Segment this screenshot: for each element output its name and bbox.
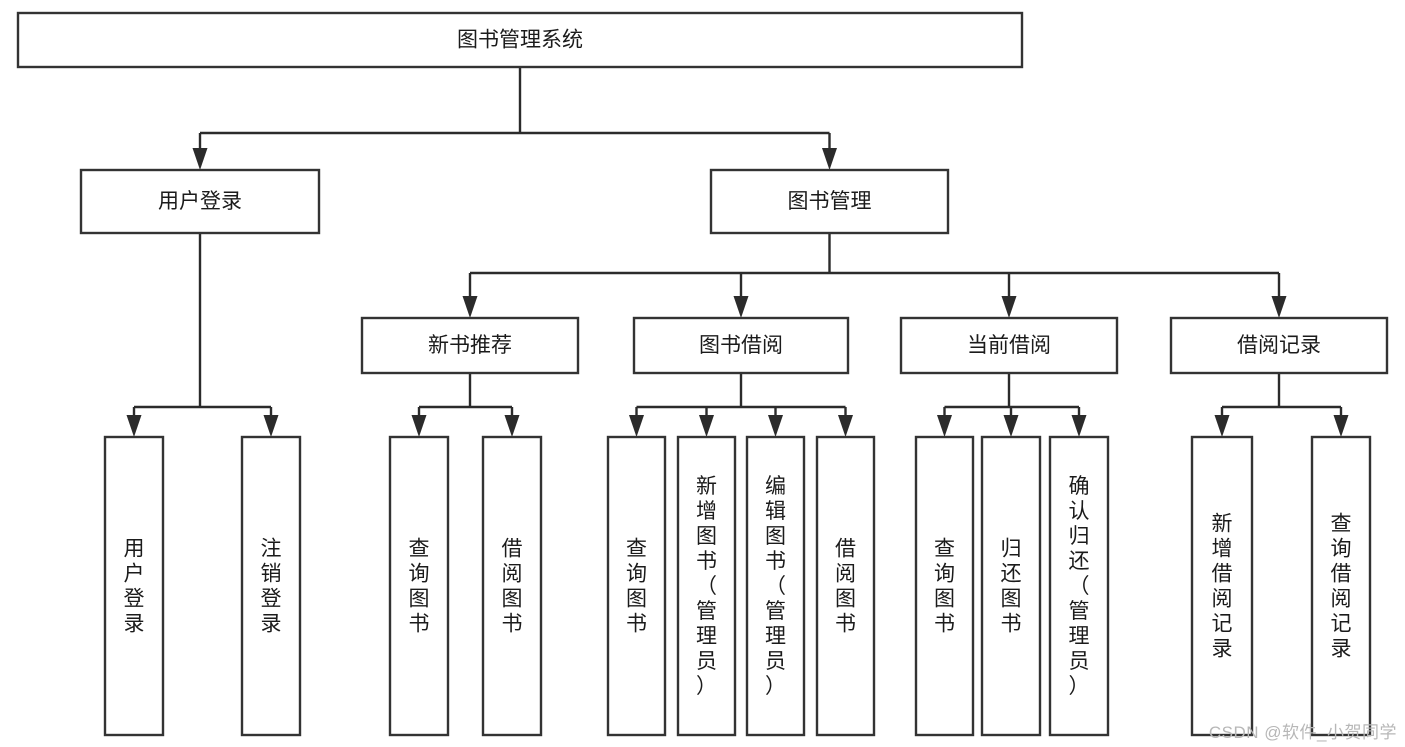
node-box-borrow-record[interactable] bbox=[1169, 316, 1389, 375]
node-box-leaf-query-book-current[interactable] bbox=[914, 435, 975, 737]
node-leaf-query-book-recommend[interactable]: 查询图书 bbox=[388, 435, 450, 737]
node-label-leaf-add-borrow-record: 新增借阅记录 bbox=[1212, 513, 1233, 661]
edge-group-borrow-record bbox=[1214, 373, 1349, 437]
node-box-leaf-borrow-book-recommend[interactable] bbox=[481, 435, 543, 737]
node-borrow-record[interactable]: 借阅记录 bbox=[1169, 316, 1389, 375]
node-box-leaf-query-borrow-record[interactable] bbox=[1310, 435, 1372, 737]
node-leaf-edit-book[interactable]: 编辑图书（管理员） bbox=[745, 435, 806, 737]
node-box-book-borrow[interactable] bbox=[632, 316, 850, 375]
node-box-leaf-query-book-borrow[interactable] bbox=[606, 435, 667, 737]
node-label-leaf-query-book-current: 查询图书 bbox=[934, 538, 955, 636]
nodes-layer: 图书管理系统用户登录图书管理新书推荐图书借阅当前借阅借阅记录用户登录注销登录查询… bbox=[16, 11, 1389, 737]
node-label-leaf-query-book-recommend: 查询图书 bbox=[409, 538, 430, 636]
node-label-new-book-recommend: 新书推荐 bbox=[428, 334, 512, 357]
node-box-leaf-confirm-return[interactable] bbox=[1048, 435, 1110, 737]
node-box-root[interactable] bbox=[16, 11, 1024, 69]
node-label-borrow-record: 借阅记录 bbox=[1237, 334, 1321, 357]
node-leaf-add-book[interactable]: 新增图书（管理员） bbox=[676, 435, 737, 737]
node-leaf-add-borrow-record[interactable]: 新增借阅记录 bbox=[1190, 435, 1254, 737]
edge-group-root bbox=[192, 67, 837, 170]
node-current-borrow[interactable]: 当前借阅 bbox=[899, 316, 1119, 375]
node-box-book-manage[interactable] bbox=[709, 168, 950, 235]
node-box-leaf-query-book-recommend[interactable] bbox=[388, 435, 450, 737]
node-box-leaf-add-borrow-record[interactable] bbox=[1190, 435, 1254, 737]
node-new-book-recommend[interactable]: 新书推荐 bbox=[360, 316, 580, 375]
node-label-user-login: 用户登录 bbox=[158, 190, 242, 213]
node-leaf-return-book[interactable]: 归还图书 bbox=[980, 435, 1042, 737]
node-box-leaf-user-logout[interactable] bbox=[240, 435, 302, 737]
node-leaf-user-logout[interactable]: 注销登录 bbox=[240, 435, 302, 737]
node-root[interactable]: 图书管理系统 bbox=[16, 11, 1024, 69]
node-box-new-book-recommend[interactable] bbox=[360, 316, 580, 375]
node-leaf-borrow-book[interactable]: 借阅图书 bbox=[815, 435, 876, 737]
node-label-leaf-user-logout: 注销登录 bbox=[261, 538, 282, 636]
node-label-current-borrow: 当前借阅 bbox=[967, 334, 1051, 357]
node-box-leaf-edit-book[interactable] bbox=[745, 435, 806, 737]
node-label-leaf-edit-book: 编辑图书（管理员） bbox=[765, 475, 786, 698]
node-label-leaf-add-book: 新增图书（管理员） bbox=[696, 475, 717, 698]
node-label-leaf-user-login: 用户登录 bbox=[124, 538, 145, 636]
node-box-current-borrow[interactable] bbox=[899, 316, 1119, 375]
node-book-manage[interactable]: 图书管理 bbox=[709, 168, 950, 235]
node-label-leaf-borrow-book: 借阅图书 bbox=[835, 538, 856, 636]
edge-group-current-borrow bbox=[937, 373, 1087, 437]
node-label-leaf-return-book: 归还图书 bbox=[1001, 538, 1022, 636]
node-leaf-user-login[interactable]: 用户登录 bbox=[103, 435, 165, 737]
edge-group-book-borrow bbox=[629, 373, 853, 437]
node-leaf-query-book-borrow[interactable]: 查询图书 bbox=[606, 435, 667, 737]
node-label-leaf-query-book-borrow: 查询图书 bbox=[626, 538, 647, 636]
node-leaf-borrow-book-recommend[interactable]: 借阅图书 bbox=[481, 435, 543, 737]
node-label-book-manage: 图书管理 bbox=[788, 190, 872, 213]
node-user-login[interactable]: 用户登录 bbox=[79, 168, 321, 235]
node-label-leaf-borrow-book-recommend: 借阅图书 bbox=[502, 538, 523, 636]
edge-group-new-book-recommend bbox=[411, 373, 520, 437]
edge-group-user-login bbox=[126, 233, 279, 437]
node-box-leaf-return-book[interactable] bbox=[980, 435, 1042, 737]
node-box-leaf-user-login[interactable] bbox=[103, 435, 165, 737]
node-label-leaf-query-borrow-record: 查询借阅记录 bbox=[1331, 513, 1352, 661]
node-label-root: 图书管理系统 bbox=[457, 29, 583, 52]
edges-layer bbox=[126, 67, 1349, 437]
node-leaf-confirm-return[interactable]: 确认归还（管理员） bbox=[1048, 435, 1110, 737]
node-label-leaf-confirm-return: 确认归还（管理员） bbox=[1069, 475, 1090, 698]
watermark-text: CSDN @软件_小贺同学 bbox=[1208, 723, 1397, 742]
node-label-book-borrow: 图书借阅 bbox=[699, 334, 783, 357]
node-box-user-login[interactable] bbox=[79, 168, 321, 235]
node-box-leaf-borrow-book[interactable] bbox=[815, 435, 876, 737]
node-box-leaf-add-book[interactable] bbox=[676, 435, 737, 737]
node-leaf-query-borrow-record[interactable]: 查询借阅记录 bbox=[1310, 435, 1372, 737]
edge-group-book-manage bbox=[462, 233, 1287, 318]
node-leaf-query-book-current[interactable]: 查询图书 bbox=[914, 435, 975, 737]
node-book-borrow[interactable]: 图书借阅 bbox=[632, 316, 850, 375]
